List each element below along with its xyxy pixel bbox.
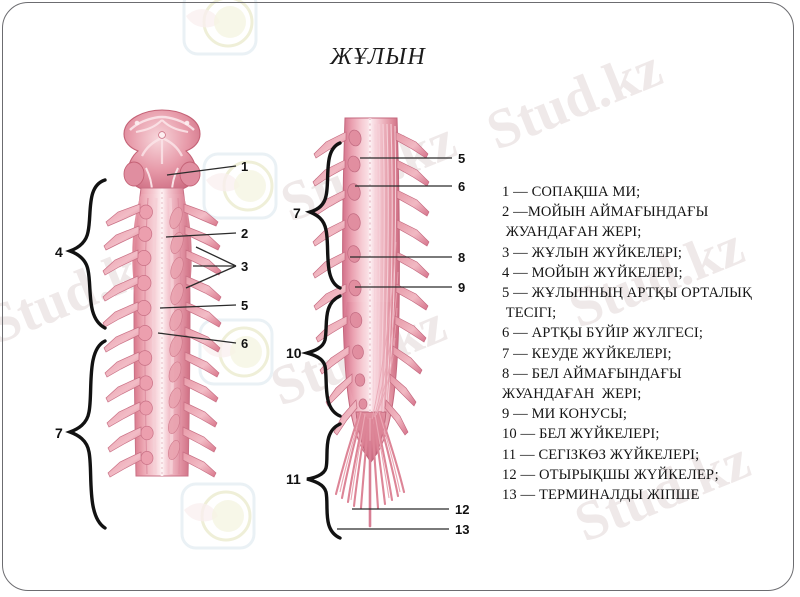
left-spinal-cord-illustration [102, 109, 222, 478]
leader-line-5 [159, 304, 237, 309]
cord-fiber-bundles [168, 207, 184, 460]
callout-5r: 5 [458, 151, 466, 166]
page-title: ЖҰЛЫН [0, 44, 800, 71]
legend-item: 10 — БЕЛ ЖҮЙКЕЛЕРІ; [502, 426, 660, 443]
callout-6r: 6 [458, 179, 466, 194]
leader-line-1 [166, 165, 237, 176]
legend-list: 1 — СОПАҚША МИ; 2 —МОЙЫН АЙМАҒЫНДАҒЫ ЖУА… [502, 182, 794, 505]
legend-item: 2 —МОЙЫН АЙМАҒЫНДАҒЫ ЖУАНДАҒАН ЖЕРІ; [502, 204, 709, 241]
posterior-nerve-roots-right [384, 131, 430, 436]
legend-item: 11 — СЕГІЗКӨЗ ЖҮЙКЕЛЕРІ; [502, 446, 700, 463]
brace-4 [65, 178, 107, 330]
cauda-equina [334, 410, 406, 510]
leader-line-2 [165, 232, 237, 238]
brace-11 [306, 422, 342, 540]
brace-label-7: 7 [55, 425, 63, 441]
legend-item: 7 — КЕУДЕ ЖҮЙКЕЛЕРІ; [502, 345, 672, 362]
brace-7r [304, 141, 342, 290]
legend-item: 3 — ЖҰЛЫН ЖҮЙКЕЛЕРІ; [502, 244, 683, 261]
brace-label-10: 10 [286, 345, 302, 361]
leader-line-3b [185, 265, 237, 289]
leader-line-6 [157, 332, 237, 344]
spinal-nerve-roots-right [182, 203, 222, 478]
page-title-text: ЖҰЛЫН [330, 44, 426, 70]
legend-item: 5 — ЖҰЛЫННЫҢ АРТҚЫ ОРТАЛЫҚ ТЕСІГІ; [502, 285, 752, 322]
callout-9: 9 [458, 280, 466, 295]
callout-6: 6 [241, 336, 249, 351]
callout-5: 5 [241, 298, 249, 313]
legend-item: 8 — БЕЛ АЙМАҒЫНДАҒЫ ЖУАНДАҒАН ЖЕРІ; [502, 365, 682, 403]
cord-body-posterior [342, 117, 400, 463]
medulla-oblongata [123, 109, 201, 193]
posterior-segment-ovals [347, 129, 368, 410]
legend-item: 4 — МОЙЫН ЖҮЙКЕЛЕРІ; [502, 264, 683, 281]
legend-item: 1 — СОПАҚША МИ; [502, 184, 641, 200]
callout-12: 12 [455, 502, 470, 517]
callout-3: 3 [241, 259, 249, 274]
callout-2: 2 [241, 226, 249, 241]
legend-item: 9 — МИ КОНУСЫ; [502, 406, 628, 423]
brace-label-4: 4 [55, 244, 63, 260]
brace-label-7r: 7 [293, 205, 301, 221]
leader-line-3a [195, 246, 237, 267]
legend-item: 6 — АРТҚЫ БҮЙІР ЖҮЛГЕСІ; [502, 325, 704, 342]
brace-10 [300, 294, 342, 418]
brace-label-11: 11 [286, 471, 301, 487]
brace-7 [65, 339, 107, 530]
spinal-cord-shaft [132, 187, 192, 477]
cord-segment-ovals [136, 204, 154, 465]
legend-item: 12 — ОТЫРЫҚШЫ ЖҮЙКЕЛЕР; [502, 466, 719, 483]
right-spinal-cord-illustration [312, 117, 430, 528]
legend-item: 13 — ТЕРМИНАЛДЫ ЖІПШЕ [502, 487, 700, 504]
spinal-nerve-roots-left [102, 203, 142, 478]
callout-8: 8 [458, 250, 466, 265]
callout-1: 1 [241, 159, 249, 174]
callout-13: 13 [455, 522, 470, 537]
